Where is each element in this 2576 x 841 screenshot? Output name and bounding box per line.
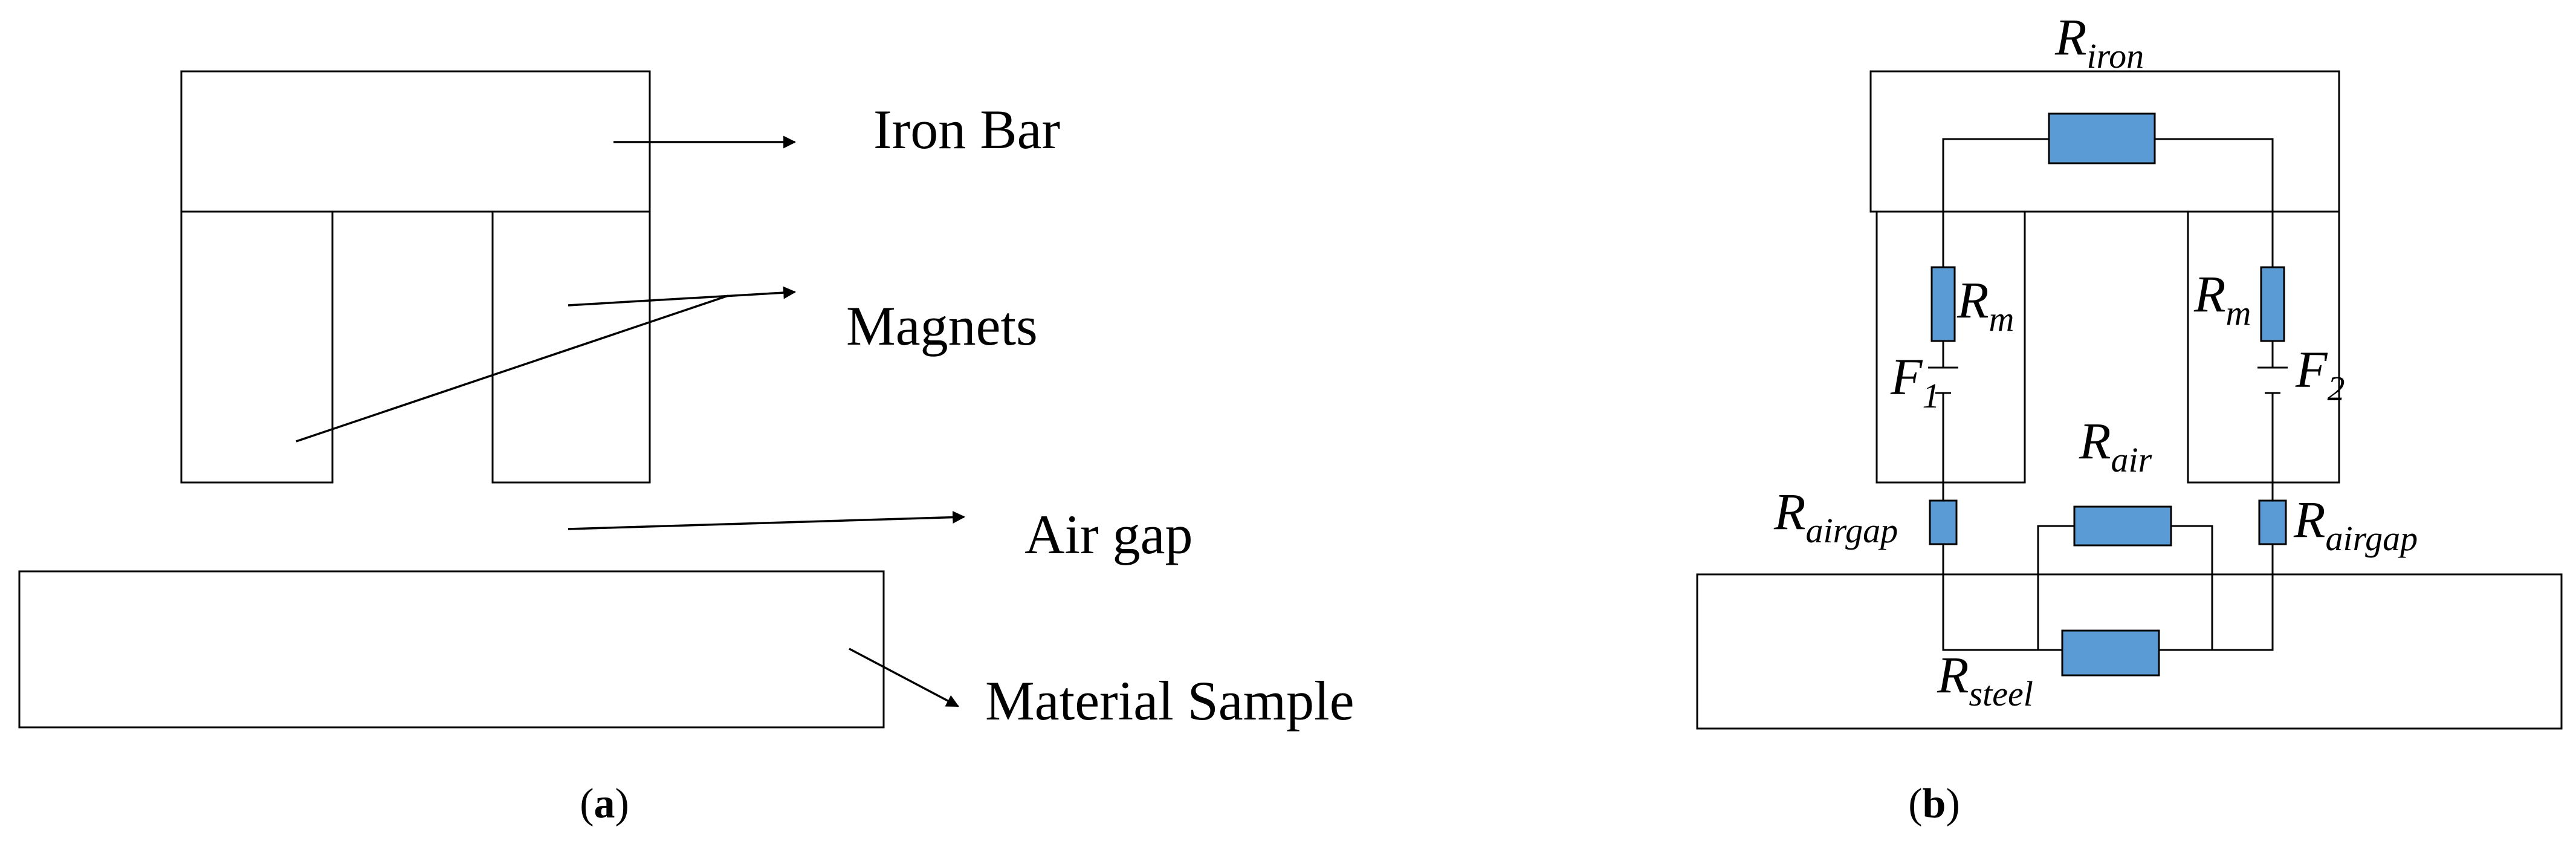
battery-f2: [2257, 366, 2288, 394]
r-air-resistor: [2073, 505, 2172, 547]
iron-bar-shape: [180, 70, 651, 213]
r-m-right-resistor: [2260, 266, 2285, 342]
r-m-left-resistor: [1930, 266, 1956, 342]
material-sample-arrow: [849, 648, 959, 707]
magnets-pointer-line: [296, 294, 729, 443]
r-m-left-label: Rm: [1956, 271, 2014, 339]
steel-loop-wire: [1942, 544, 2274, 651]
r-air-label: Rair: [2079, 412, 2152, 479]
air-parallel-wire: [2037, 525, 2213, 650]
right-magnet-shape: [491, 210, 651, 484]
battery-f1: [1928, 366, 1958, 394]
panel-b: Riron Rm Rm F1 F2 Rair Rairgap Rairgap R…: [1696, 8, 2563, 827]
r-m-right-label: Rm: [2193, 265, 2251, 333]
r-airgap-left-label: Rairgap: [1773, 482, 1898, 550]
top-wire: [1942, 138, 2274, 302]
magnets-arrow: [568, 286, 797, 307]
steel-sample-outline: [1696, 573, 2563, 730]
magnets-label: Magnets: [846, 295, 1038, 357]
r-steel-label: Rsteel: [1937, 646, 2033, 713]
material-sample-label: Material Sample: [985, 670, 1354, 732]
air-gap-arrow: [568, 511, 966, 530]
air-gap-label: Air gap: [1024, 504, 1193, 565]
iron-bar-label: Iron Bar: [873, 99, 1060, 160]
material-sample-shape: [18, 570, 885, 729]
iron-bar-outline: [1869, 70, 2340, 213]
r-iron-label: Riron: [2054, 8, 2144, 76]
caption-a: (a): [580, 781, 629, 827]
caption-b: (b): [1908, 781, 1960, 827]
f1-label: F1: [1890, 348, 1940, 415]
r-airgap-left-resistor: [1929, 499, 1958, 545]
r-airgap-right-resistor: [2258, 499, 2287, 545]
panel-a: Iron Bar Magnets Air gap Material Sample…: [18, 70, 1354, 827]
left-magnet-shape: [180, 210, 334, 484]
r-iron-resistor: [2048, 112, 2156, 164]
r-airgap-right-label: Rairgap: [2293, 490, 2418, 558]
f2-label: F2: [2295, 340, 2345, 408]
r-steel-resistor: [2061, 629, 2160, 677]
right-magnet-outline: [2187, 210, 2340, 484]
left-magnet-outline: [1875, 210, 2026, 484]
